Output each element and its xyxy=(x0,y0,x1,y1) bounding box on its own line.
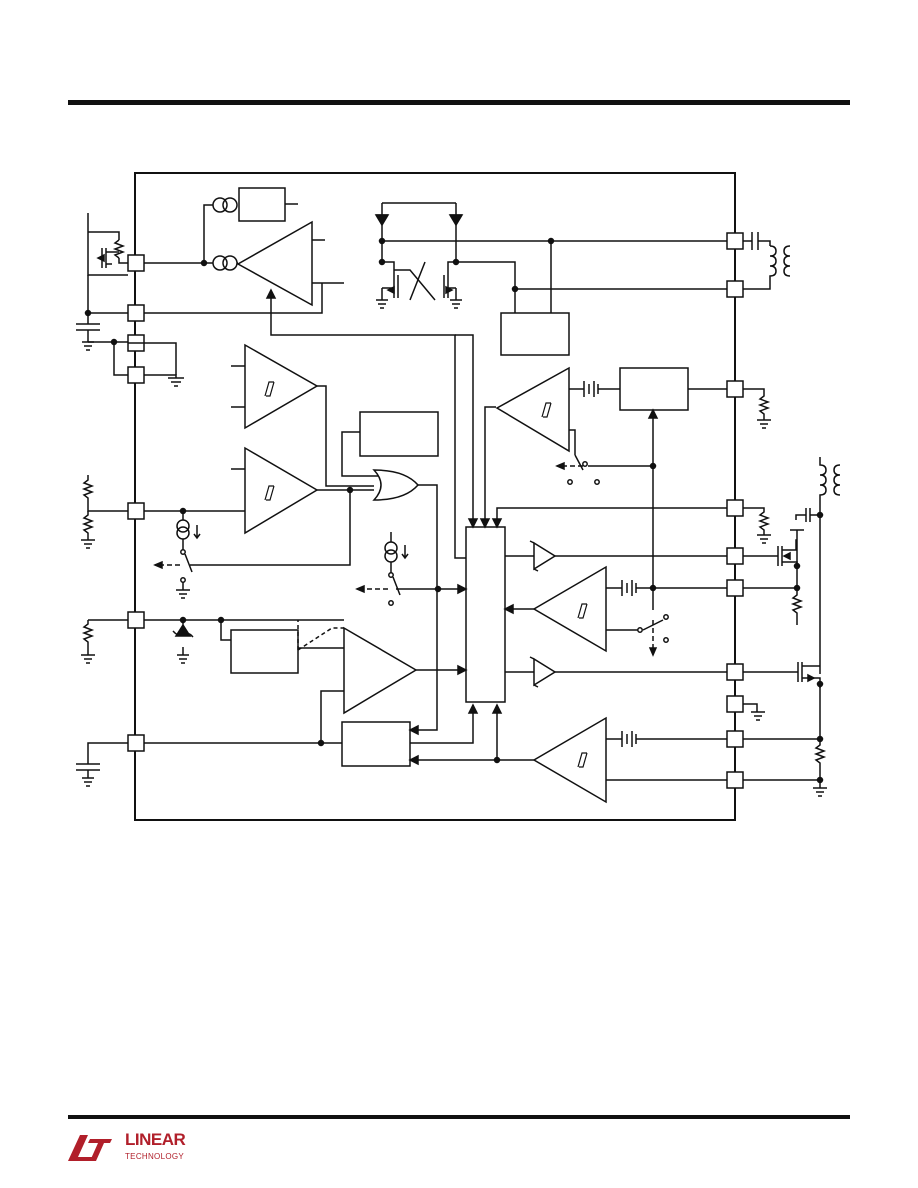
logo-wordmark: LINEAR xyxy=(125,1130,186,1149)
hysteresis-symbol-4 xyxy=(577,603,588,619)
comparator-left-upper xyxy=(231,343,374,487)
switch-left-mid xyxy=(153,511,201,599)
amplifier-top xyxy=(236,220,313,307)
switch-center xyxy=(355,532,468,606)
pin-r5 xyxy=(726,547,744,565)
current-source-mid-b xyxy=(222,255,238,271)
pin-r3 xyxy=(726,380,744,398)
top-amplifier-section xyxy=(144,187,466,559)
block-logic-bottom xyxy=(341,721,411,767)
central-logic-block xyxy=(465,526,506,703)
right-external-r4 xyxy=(743,507,771,544)
pwm-comparator xyxy=(144,626,534,767)
logo-subtext: TECHNOLOGY xyxy=(125,1152,185,1161)
top-rule xyxy=(68,100,850,105)
hysteresis-symbol-1 xyxy=(264,381,275,397)
pin-r1 xyxy=(726,232,744,250)
driver-lower xyxy=(505,656,727,688)
driver-upper xyxy=(505,540,727,572)
left-external-top xyxy=(76,213,184,387)
right-external-r3 xyxy=(743,388,771,429)
right-external-top xyxy=(743,232,791,290)
hysteresis-symbol-2 xyxy=(264,485,275,501)
pin-l5 xyxy=(127,502,145,520)
pin-r8 xyxy=(726,695,744,713)
pin-r7 xyxy=(726,663,744,681)
bottom-rule xyxy=(68,1115,850,1119)
comparator-right-upper xyxy=(495,366,727,485)
right-external-power xyxy=(743,457,841,797)
left-external-mid xyxy=(81,475,128,549)
linear-logo-icon xyxy=(68,1135,112,1161)
top-center-rectifier xyxy=(374,202,727,356)
right-pins xyxy=(726,232,744,789)
pin-l2 xyxy=(127,304,145,322)
comparator-left-lower xyxy=(144,446,374,566)
block-ramp-gen xyxy=(230,629,299,674)
hysteresis-symbol-3 xyxy=(541,402,552,418)
comparator-right-lower xyxy=(532,716,727,804)
left-external-bottom xyxy=(76,742,128,787)
pin-r2 xyxy=(726,280,744,298)
block-top-left xyxy=(238,187,286,222)
pin-l7 xyxy=(127,734,145,752)
or-gate xyxy=(341,411,439,736)
comparator-right-mid xyxy=(503,466,727,657)
block-top-right xyxy=(500,312,570,356)
pin-l1 xyxy=(127,254,145,272)
ic-outline xyxy=(134,172,736,821)
pin-r6 xyxy=(726,579,744,597)
pin-r9 xyxy=(726,730,744,748)
hysteresis-symbol-5 xyxy=(577,752,588,768)
left-external-lower xyxy=(81,616,344,674)
pin-r4 xyxy=(726,499,744,517)
current-source-top-b xyxy=(222,197,238,213)
pin-l4 xyxy=(127,366,145,384)
pin-r10 xyxy=(726,771,744,789)
block-latch xyxy=(359,411,439,457)
block-reference xyxy=(619,367,689,411)
pin-l6 xyxy=(127,611,145,629)
